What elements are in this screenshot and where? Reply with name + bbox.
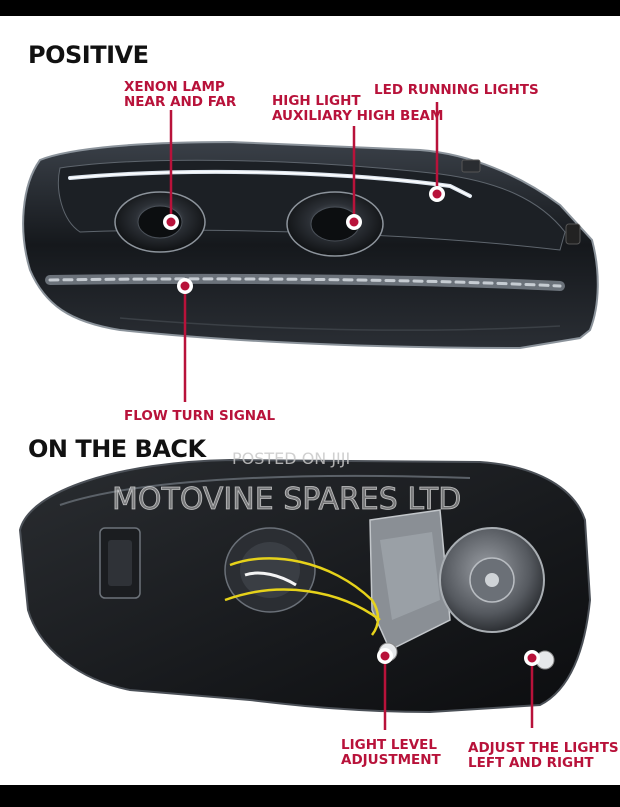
top-black-band — [0, 0, 620, 16]
back-housing — [18, 458, 592, 714]
label-xenon-lamp: XENON LAMP NEAR AND FAR — [124, 79, 237, 110]
label-flow-turn-signal: FLOW TURN SIGNAL — [124, 408, 276, 424]
label-light-level: LIGHT LEVEL ADJUSTMENT — [341, 737, 441, 768]
mount-tab — [565, 223, 581, 245]
bottom-black-band — [0, 785, 620, 807]
watermark-company: MOTOVINE SPARES LTD — [112, 482, 462, 518]
callouts — [163, 102, 540, 730]
front-headlight — [22, 140, 599, 350]
label-high-light: HIGH LIGHT AUXILIARY HIGH BEAM — [272, 93, 444, 124]
section-title-front: POSITIVE — [28, 41, 149, 69]
label-led-running-lights: LED RUNNING LIGHTS — [374, 82, 539, 98]
wire-yellow — [224, 588, 381, 622]
section-title-back: ON THE BACK — [28, 435, 206, 463]
mount-tab — [461, 159, 481, 173]
watermark-posted: POSTED ON JIJI — [232, 449, 351, 468]
wire-yellow — [229, 557, 380, 636]
label-adjust-lights: ADJUST THE LIGHTS LEFT AND RIGHT — [468, 740, 619, 771]
